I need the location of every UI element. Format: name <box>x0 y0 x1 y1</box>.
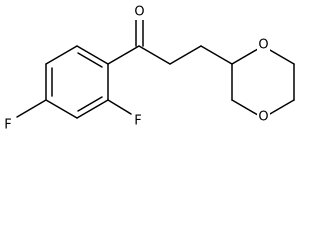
benzene-ring <box>45 45 109 119</box>
structure-diagram: O F F O O <box>2 4 295 133</box>
label-ring-oxygen-top: O <box>258 38 268 53</box>
atom-ring-oxygen-bottom: O <box>257 110 270 125</box>
bond-chain-3 <box>200 45 233 65</box>
dioxane-ring <box>231 45 295 119</box>
bond-ring-inner-1 <box>77 52 103 68</box>
bond-ring-c4-c5 <box>45 99 78 119</box>
bond-ring-inner-2 <box>77 96 103 112</box>
bond-fluorine-ortho <box>107 99 132 115</box>
bond-ring-carbonyl <box>107 45 140 65</box>
bond-fluorine-para <box>16 99 47 118</box>
bond-chain-2 <box>169 45 202 65</box>
bond-ring-c3-c4 <box>76 99 109 119</box>
bond-ring-c1-c2 <box>76 45 109 65</box>
label-carbonyl-oxygen: O <box>134 5 144 20</box>
label-fluorine-para: F <box>4 118 11 133</box>
label-fluorine-ortho: F <box>134 114 141 129</box>
label-ring-oxygen-bottom: O <box>258 110 268 125</box>
atom-fluorine-ortho: F <box>132 114 144 129</box>
atom-fluorine-para: F <box>2 118 14 133</box>
bond-chain-1 <box>138 45 171 65</box>
atom-carbonyl-oxygen: O <box>133 5 146 20</box>
bond-ring-c6-c1 <box>45 45 78 65</box>
atom-ring-oxygen-top: O <box>257 38 270 53</box>
